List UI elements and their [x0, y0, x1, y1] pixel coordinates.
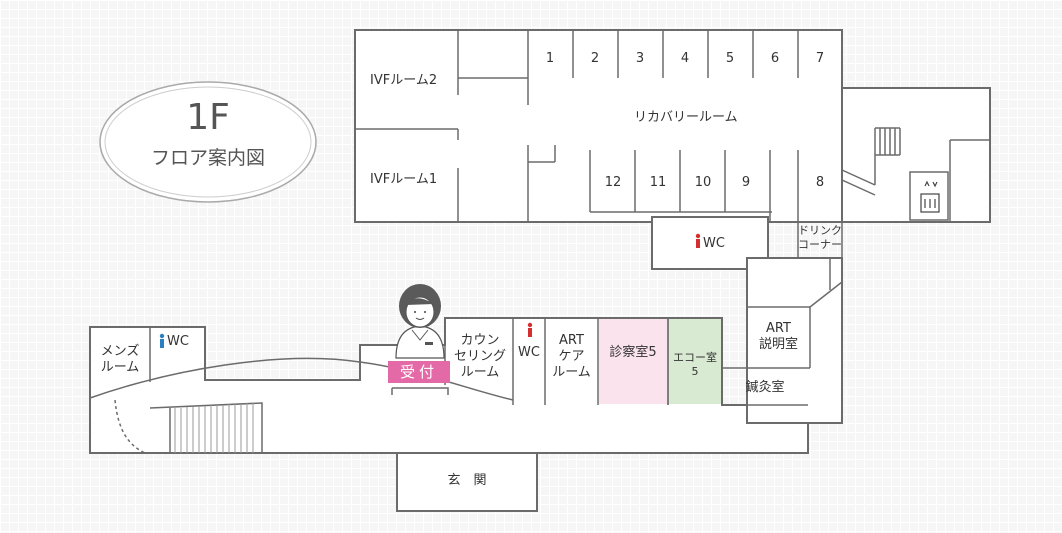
wc-hall-label: WC: [518, 345, 540, 360]
reception-sign: 受付: [388, 361, 450, 383]
exam-room-5: [599, 319, 667, 404]
north-block: [354, 29, 843, 223]
counseling-line1: カウン: [460, 333, 500, 348]
echo-room-5: [669, 319, 721, 404]
wc-center-label: WC: [703, 236, 725, 251]
elevator-icon: [920, 180, 940, 213]
bed-12: 12: [604, 175, 622, 190]
drink-corner-line2: コーナー: [798, 238, 842, 251]
bed-3: 3: [635, 51, 645, 66]
entrance-room: [396, 452, 538, 512]
room-ivf-1: IVFルーム1: [370, 172, 438, 187]
east-corridor: [746, 257, 843, 424]
art-care-line1: ART: [559, 333, 584, 348]
art-care-line2: ケア: [558, 349, 585, 364]
echo-room-line1: エコー室: [673, 351, 717, 364]
bed-6: 6: [770, 51, 780, 66]
art-explain-line1: ART: [766, 321, 791, 336]
receptionist-illustration: [395, 284, 445, 359]
floor-guide-title: フロア案内図: [150, 147, 265, 169]
east-wing: [841, 87, 991, 223]
entrance-label: 玄 関: [447, 473, 487, 488]
room-recovery: リカバリールーム: [634, 110, 738, 125]
floor-number: 1F: [186, 97, 230, 138]
bed-11: 11: [649, 175, 667, 190]
bed-7: 7: [815, 51, 825, 66]
bed-10: 10: [694, 175, 712, 190]
acupuncture-room: 鍼灸室: [745, 380, 785, 395]
bed-1: 1: [545, 51, 555, 66]
room-ivf-2: IVFルーム2: [370, 73, 438, 88]
female-wc-icon-center: [695, 233, 701, 248]
art-explain-line2: 説明室: [758, 337, 798, 352]
mens-room-line1: メンズ: [100, 344, 140, 359]
floor-badge-ellipse: [99, 81, 317, 203]
echo-room-line2: 5: [691, 365, 699, 378]
counseling-line3: ルーム: [460, 365, 500, 380]
bed-9: 9: [741, 175, 751, 190]
bed-4: 4: [680, 51, 690, 66]
drink-corner-line1: ドリンク: [798, 224, 842, 237]
bed-5: 5: [725, 51, 735, 66]
female-wc-icon-hall: [527, 322, 533, 337]
counseling-line2: セリング: [453, 349, 506, 364]
mens-room-line2: ルーム: [100, 360, 140, 375]
wc-mens-label: WC: [167, 334, 189, 349]
bed-8: 8: [815, 175, 825, 190]
exam-room-5-label: 診察室5: [609, 345, 657, 360]
male-wc-icon: [159, 333, 165, 348]
bed-2: 2: [590, 51, 600, 66]
art-care-line3: ルーム: [552, 365, 591, 380]
